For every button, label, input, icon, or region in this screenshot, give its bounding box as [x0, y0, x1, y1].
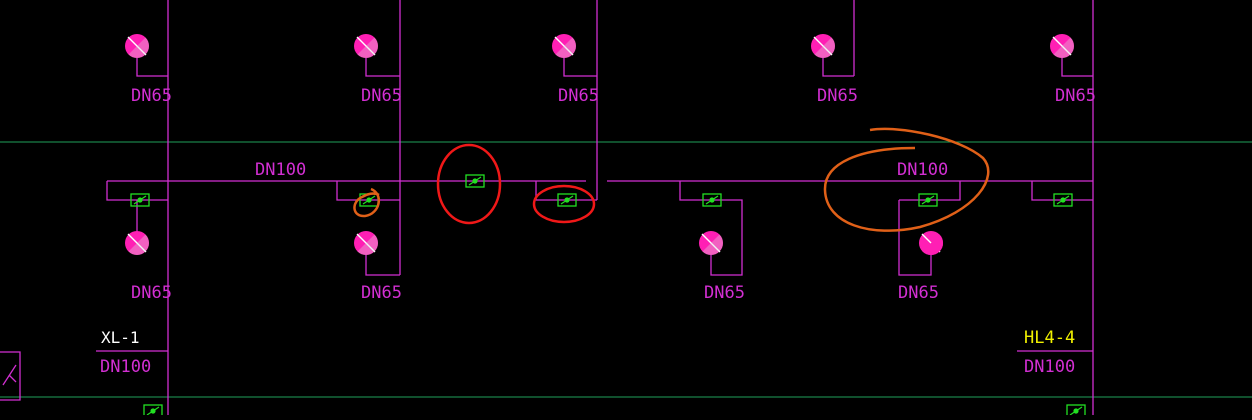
label-dn65-6: DN65	[131, 283, 172, 303]
sprinkler-head-icon	[552, 34, 577, 59]
lower-branch-5-drop	[898, 200, 932, 276]
pipe-fitting-icon	[0, 351, 21, 401]
red-circle-annotation-2	[532, 184, 596, 224]
label-dn65-2: DN65	[361, 86, 402, 106]
sprinkler-head-icon	[919, 231, 944, 256]
orange-circle-annotation-2	[823, 127, 990, 232]
valve-icon	[1053, 193, 1073, 207]
lower-branch-2	[336, 181, 400, 201]
label-dn65-9: DN65	[898, 283, 939, 303]
upper-drop-5	[1061, 58, 1093, 77]
label-dn65-3: DN65	[558, 86, 599, 106]
sprinkler-head-icon	[811, 34, 836, 59]
upper-drop-3	[563, 58, 597, 77]
label-dn100-hl44: DN100	[1024, 357, 1075, 377]
sprinkler-head-icon	[699, 231, 724, 256]
markup-annotations	[353, 127, 990, 232]
sprinkler-head-icon	[1050, 34, 1075, 59]
label-dn100-main-left: DN100	[255, 160, 306, 180]
pipe-labels: DN65 DN65 DN65 DN65 DN65 DN100 DN100 DN6…	[100, 86, 1096, 377]
label-dn65-7: DN65	[361, 283, 402, 303]
lower-branch-5	[899, 181, 961, 201]
valve-icon	[465, 174, 485, 188]
pipe-network	[96, 0, 1094, 415]
valve-icon	[918, 193, 938, 207]
valve-icon	[130, 193, 150, 207]
label-dn65-4: DN65	[817, 86, 858, 106]
lower-branch-6	[1031, 181, 1093, 201]
sprinkler-heads	[125, 34, 1075, 256]
valves	[130, 174, 1086, 418]
sprinkler-head-icon	[125, 231, 150, 256]
lower-branch-4	[679, 181, 743, 276]
label-hl44: HL4-4	[1024, 328, 1075, 348]
valve-icon	[702, 193, 722, 207]
sprinkler-head-icon	[125, 34, 150, 59]
label-dn65-1: DN65	[131, 86, 172, 106]
red-circle-annotation-1	[436, 143, 502, 225]
lower-branch-1	[106, 181, 168, 201]
lower-branch-2-drop	[365, 255, 400, 276]
valve-icon	[143, 404, 163, 418]
orange-circle-annotation-1	[353, 187, 381, 218]
label-xl1: XL-1	[101, 328, 140, 347]
sprinkler-head-icon	[354, 34, 379, 59]
label-dn65-8: DN65	[704, 283, 745, 303]
valve-icon	[557, 193, 577, 207]
label-dn65-5: DN65	[1055, 86, 1096, 106]
upper-drop-2	[365, 58, 400, 77]
label-dn100-main-right: DN100	[897, 160, 948, 180]
label-dn100-xl1: DN100	[100, 357, 151, 377]
upper-drop-4	[822, 58, 854, 77]
upper-drop-1	[136, 58, 168, 77]
valve-icon	[1066, 404, 1086, 418]
sprinkler-head-icon	[354, 231, 379, 256]
